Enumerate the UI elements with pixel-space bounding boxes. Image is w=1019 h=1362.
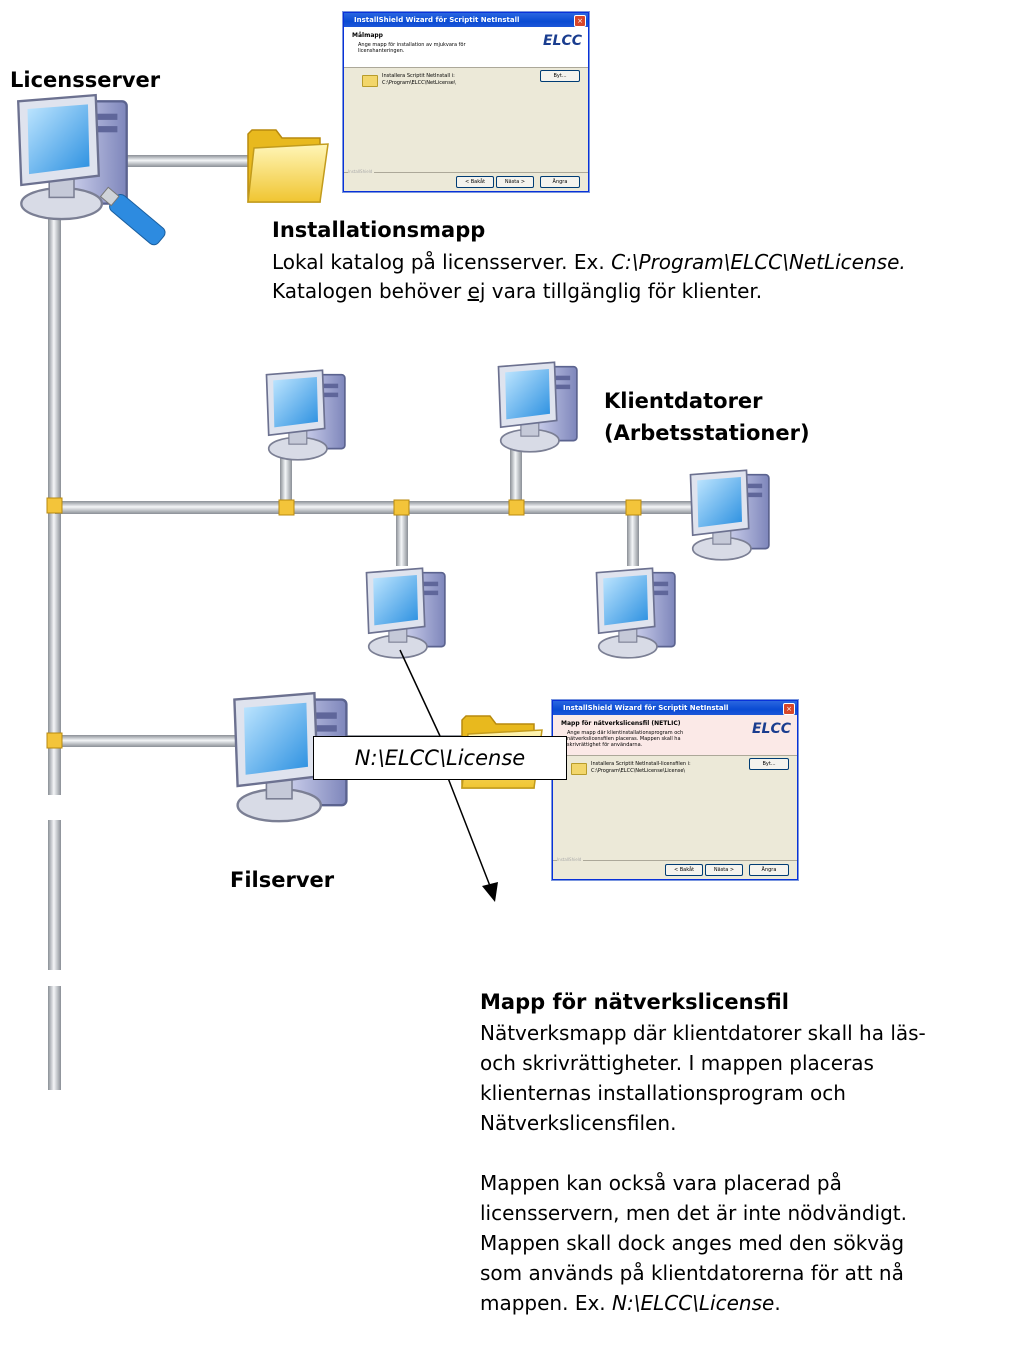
client-drop xyxy=(510,440,522,506)
dialog-header-title: Mapp för nätverkslicensfil (NETLIC) xyxy=(561,720,681,727)
usb-dongle-icon xyxy=(99,186,166,246)
junction xyxy=(46,497,63,514)
dialog-title-bar: InstallShield Wizard för Scriptit NetIns… xyxy=(344,13,588,27)
license-folder-description: Nätverksmapp där klientdatorer skall ha … xyxy=(480,1018,926,1318)
arrowhead xyxy=(482,882,498,902)
client-computer-icon xyxy=(265,369,346,461)
client-computer-icon xyxy=(595,567,676,659)
installshield-dialog-installation: InstallShield Wizard för Scriptit NetIns… xyxy=(343,12,589,192)
close-icon[interactable]: × xyxy=(783,703,795,715)
installation-title: Installationsmapp xyxy=(272,218,486,242)
change-button[interactable]: Byt... xyxy=(540,70,580,82)
change-button[interactable]: Byt... xyxy=(749,758,789,770)
dialog-header-subtitle: Ange mapp för installation av mjukvara f… xyxy=(358,42,466,54)
dialog-title-bar: InstallShield Wizard för Scriptit NetIns… xyxy=(553,701,797,715)
elcc-logo: ELCC xyxy=(542,33,582,49)
dialog-header: Målmapp Ange mapp för installation av mj… xyxy=(344,27,588,68)
filserver-pipe xyxy=(55,735,235,747)
close-icon[interactable]: × xyxy=(574,15,586,27)
dialog-header-subtitle: Ange mapp där klientinstallationsprogram… xyxy=(567,730,684,748)
junction xyxy=(46,732,63,749)
folder-icon xyxy=(571,763,587,775)
install-path-text: Installera Scriptit NetInstall-licensfil… xyxy=(591,761,691,774)
installation-line-1: Lokal katalog på licensserver. Ex. C:\Pr… xyxy=(272,250,906,274)
junction xyxy=(508,499,525,516)
network-bus xyxy=(55,501,695,514)
licensserver-label: Licensserver xyxy=(10,68,161,92)
cancel-button[interactable]: Ångra xyxy=(749,864,789,876)
pipe-to-installation-folder xyxy=(120,155,255,167)
back-button[interactable]: < Bakåt xyxy=(456,176,494,188)
network-path-label: N:\ELCC\License xyxy=(313,736,567,780)
cancel-button[interactable]: Ångra xyxy=(540,176,580,188)
license-folder-title: Mapp för nätverkslicensfil xyxy=(480,990,789,1014)
junction xyxy=(393,499,410,516)
filserver-label: Filserver xyxy=(230,868,335,892)
license-folder-example: mappen. Ex. N:\ELCC\License. xyxy=(480,1291,781,1315)
junction xyxy=(278,499,295,516)
klientdatorer-label: Klientdatorer (Arbetsstationer) xyxy=(604,389,810,445)
installshield-dialog-license-folder: InstallShield Wizard för Scriptit NetIns… xyxy=(552,700,798,880)
back-button[interactable]: < Bakåt xyxy=(665,864,703,876)
junction xyxy=(625,499,642,516)
client-drop xyxy=(627,506,639,566)
next-button[interactable]: Nästa > xyxy=(705,864,743,876)
client-computer-icon xyxy=(497,361,578,453)
dialog-header-title: Målmapp xyxy=(352,32,383,39)
dialog-footer-divider: InstallShield xyxy=(553,857,797,862)
link-line xyxy=(447,777,491,887)
client-drop xyxy=(280,448,292,508)
client-computer-icon xyxy=(365,567,446,659)
installation-description: Lokal katalog på licensserver. Ex. C:\Pr… xyxy=(272,248,906,306)
trunk-pipe-segment xyxy=(48,820,61,970)
next-button[interactable]: Nästa > xyxy=(496,176,534,188)
dialog-footer-divider: InstallShield xyxy=(344,169,588,174)
folder-icon xyxy=(362,75,378,87)
client-computer-icon xyxy=(689,469,770,561)
link-line xyxy=(399,649,441,737)
installation-line-2: Katalogen behöver ej vara tillgänglig fö… xyxy=(272,279,763,303)
dialog-header: Mapp för nätverkslicensfil (NETLIC) Ange… xyxy=(553,715,797,756)
install-path-text: Installera Scriptit NetInstall i: C:\Pro… xyxy=(382,73,456,86)
installation-folder-icon xyxy=(247,129,329,203)
client-drop xyxy=(396,506,408,566)
elcc-logo: ELCC xyxy=(751,721,791,737)
trunk-pipe-segment xyxy=(48,986,61,1090)
